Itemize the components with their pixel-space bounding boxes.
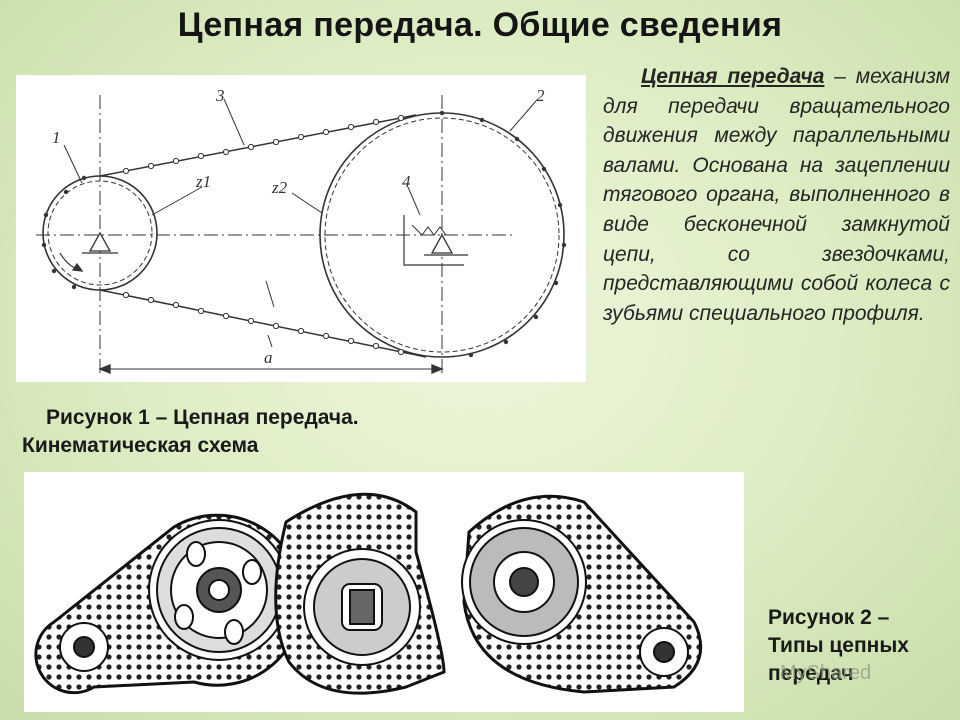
label-a: a xyxy=(264,348,273,367)
figure2-caption-line1: Рисунок 2 – xyxy=(768,606,890,629)
figure2-caption-line3: передач xyxy=(768,662,854,685)
label-z2: z2 xyxy=(271,178,288,197)
chain-lower-strand xyxy=(99,289,427,358)
figure2-caption-line2: Типы цепных xyxy=(768,634,909,657)
watermark-myshared: MyShared xyxy=(780,662,872,684)
label-4: 4 xyxy=(402,172,411,191)
figure1-caption-line1: Рисунок 1 – Цепная передача. xyxy=(46,406,359,429)
page-title: Цепная передача. Общие сведения xyxy=(177,6,783,44)
figure1-caption: Рисунок 1 – Цепная передача. Кинематичес… xyxy=(22,404,462,460)
label-3: 3 xyxy=(215,86,225,105)
definition-text: Цепная передача – механизм для передачи … xyxy=(603,62,950,328)
figure-kinematic-scheme: 1 2 3 4 z1 z2 a xyxy=(16,75,586,382)
definition-body: – механизм для передачи вращательного дв… xyxy=(603,65,950,325)
chain-types-drawing xyxy=(34,492,703,695)
chain-drive-3 xyxy=(461,494,703,694)
definition-term: Цепная передача xyxy=(641,65,825,88)
figure1-caption-line2: Кинематическая схема xyxy=(22,434,259,457)
label-z1: z1 xyxy=(195,172,211,191)
figure2-caption: Рисунок 2 – Типы цепных передач xyxy=(768,604,958,688)
label-2: 2 xyxy=(536,86,545,105)
chain-drive-2 xyxy=(274,492,446,695)
chain-drive-1 xyxy=(34,513,304,695)
chain-upper-strand xyxy=(99,114,417,177)
figure-chain-types xyxy=(24,472,744,712)
label-1: 1 xyxy=(52,128,61,147)
kinematic-scheme-drawing: 1 2 3 4 z1 z2 a xyxy=(36,86,567,375)
